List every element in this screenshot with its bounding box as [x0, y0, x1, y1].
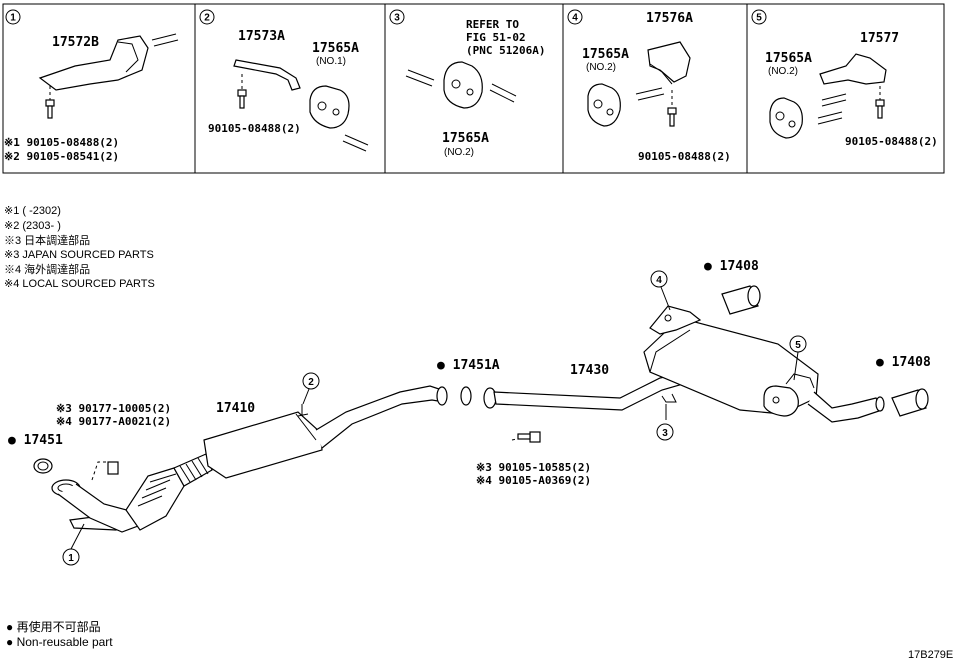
note-1: ※1 ( -2302)	[4, 205, 61, 217]
panel-3-number: 3	[394, 13, 400, 24]
tail-tip-17408-a	[721, 285, 761, 315]
tail-tip-17408-b	[891, 388, 929, 417]
center-muffler	[203, 411, 323, 479]
main-labels: 17410 17430 ● 17451 ● 17451A ● 17408 ● 1…	[8, 259, 931, 487]
part-17565A-no1-label: 17565A	[312, 41, 359, 56]
panel-2-number: 2	[204, 13, 210, 24]
hanger-rubber-no1	[309, 85, 350, 129]
part-17451-label: ● 17451	[8, 433, 63, 448]
bracket-17573A	[233, 59, 301, 91]
note-2: ※2 (2303- )	[4, 220, 61, 232]
part-17572B-label: 17572B	[52, 35, 99, 50]
callout-5: 5	[795, 340, 801, 351]
note-5: ※4 海外調達部品	[4, 262, 90, 276]
part-17565A-no2-sub: (NO.2)	[444, 147, 474, 158]
part-17430-label: 17430	[570, 363, 609, 378]
note-6: ※4 LOCAL SOURCED PARTS	[4, 278, 155, 290]
part-17408-label-a: ● 17408	[704, 259, 759, 274]
part-17565A-no1-sub: (NO.1)	[316, 56, 346, 67]
front-pipe-17410	[33, 385, 448, 533]
figure-code: 17B279E	[908, 649, 953, 661]
flex-joint	[173, 453, 213, 487]
panel-1-number: 1	[10, 13, 16, 24]
panel-4: 4 17576A 17565A (NO.2) 90105-08488(2)	[567, 9, 731, 163]
bolt-callout-b: ※4 90105-A0369(2)	[476, 474, 591, 487]
panel-3-refer-2: FIG 51-02	[466, 31, 526, 44]
part-17565A-no2-label-4: 17565A	[582, 47, 629, 62]
part-17410-label: 17410	[216, 401, 255, 416]
part-17565A-no2-sub-4: (NO.2)	[586, 62, 616, 73]
tail-end-pipe	[807, 391, 883, 423]
panel-2-callout: 90105-08488(2)	[208, 122, 301, 135]
bracket-17576A	[647, 41, 691, 83]
callouts: 1 2 3 4 5	[62, 270, 807, 566]
heat-insulator-17572B	[38, 35, 149, 91]
legend: ● 再使用不可部品 ● Non-reusable part	[6, 619, 113, 649]
bolt-icon	[45, 99, 55, 107]
panel-5-number: 5	[756, 13, 762, 24]
tail-pipe-17430	[460, 371, 691, 443]
bolt-icon	[875, 99, 885, 107]
bolt-icon	[237, 89, 247, 97]
hanger-rubber-no2	[443, 61, 483, 109]
panel-4-callout: 90105-08488(2)	[638, 150, 731, 163]
legend-jp: ● 再使用不可部品	[6, 619, 101, 634]
panel-1: 1 17572B ※1 90105-08488(2) ※2 90105-0854…	[4, 9, 179, 163]
tail-pipe-inlet-flange	[483, 387, 497, 409]
part-17565A-no2-label: 17565A	[442, 131, 489, 146]
hanger-rubber-no2-4	[587, 83, 621, 127]
panel-5: 5 17577 17565A (NO.2) 90105-08488(2)	[751, 9, 938, 148]
callout-4: 4	[656, 275, 662, 286]
part-17577-label: 17577	[860, 31, 899, 46]
part-17573A-label: 17573A	[238, 29, 285, 44]
panel-3-refer-3: (PNC 51206A)	[466, 44, 545, 57]
panel-frame	[2, 3, 945, 174]
hanger-rubber-no2-5	[769, 97, 803, 139]
panel-1-callout-b: ※2 90105-08541(2)	[4, 150, 119, 163]
bracket-17577	[819, 53, 887, 85]
part-17451A-label: ● 17451A	[437, 358, 500, 373]
gasket-17451A	[460, 386, 472, 406]
panel-1-callout-a: ※1 90105-08488(2)	[4, 136, 119, 149]
nut-icon	[107, 461, 119, 475]
note-4: ※3 JAPAN SOURCED PARTS	[4, 249, 154, 261]
note-3: ※3 日本調達部品	[4, 233, 90, 247]
panel-4-number: 4	[572, 13, 578, 24]
part-17565A-no2-sub-5: (NO.2)	[768, 66, 798, 77]
callout-circle-4	[650, 270, 668, 288]
outlet-flange	[436, 386, 448, 406]
panel-3-refer-1: REFER TO	[466, 18, 519, 31]
callout-2: 2	[308, 377, 314, 388]
nut-callout-a: ※3 90177-10005(2)	[56, 402, 171, 415]
callout-circle-2	[302, 372, 320, 390]
legend-en: ● Non-reusable part	[6, 635, 113, 649]
footnotes: ※1 ( -2302) ※2 (2303- ) ※3 日本調達部品 ※3 JAP…	[4, 205, 155, 290]
callout-3: 3	[662, 428, 668, 439]
panel-2: 2 17573A 17565A (NO.1) 90105-08488(2)	[199, 9, 369, 152]
bolt-icon	[529, 431, 541, 443]
bolt-icon	[667, 107, 677, 115]
hanger-rubber-rear	[763, 385, 799, 417]
part-17565A-no2-label-5: 17565A	[765, 51, 812, 66]
part-17408-label-b: ● 17408	[876, 355, 931, 370]
callout-circle-3	[656, 423, 674, 441]
bolt-callout-a: ※3 90105-10585(2)	[476, 461, 591, 474]
part-17576A-label: 17576A	[646, 11, 693, 26]
panel-5-callout: 90105-08488(2)	[845, 135, 938, 148]
gasket-17451	[33, 458, 53, 474]
main-muffler	[643, 305, 885, 423]
nut-callout-b: ※4 90177-A0021(2)	[56, 415, 171, 428]
panel-3: 3 REFER TO FIG 51-02 (PNC 51206A) 17565A…	[389, 9, 545, 158]
callout-1: 1	[68, 553, 74, 564]
